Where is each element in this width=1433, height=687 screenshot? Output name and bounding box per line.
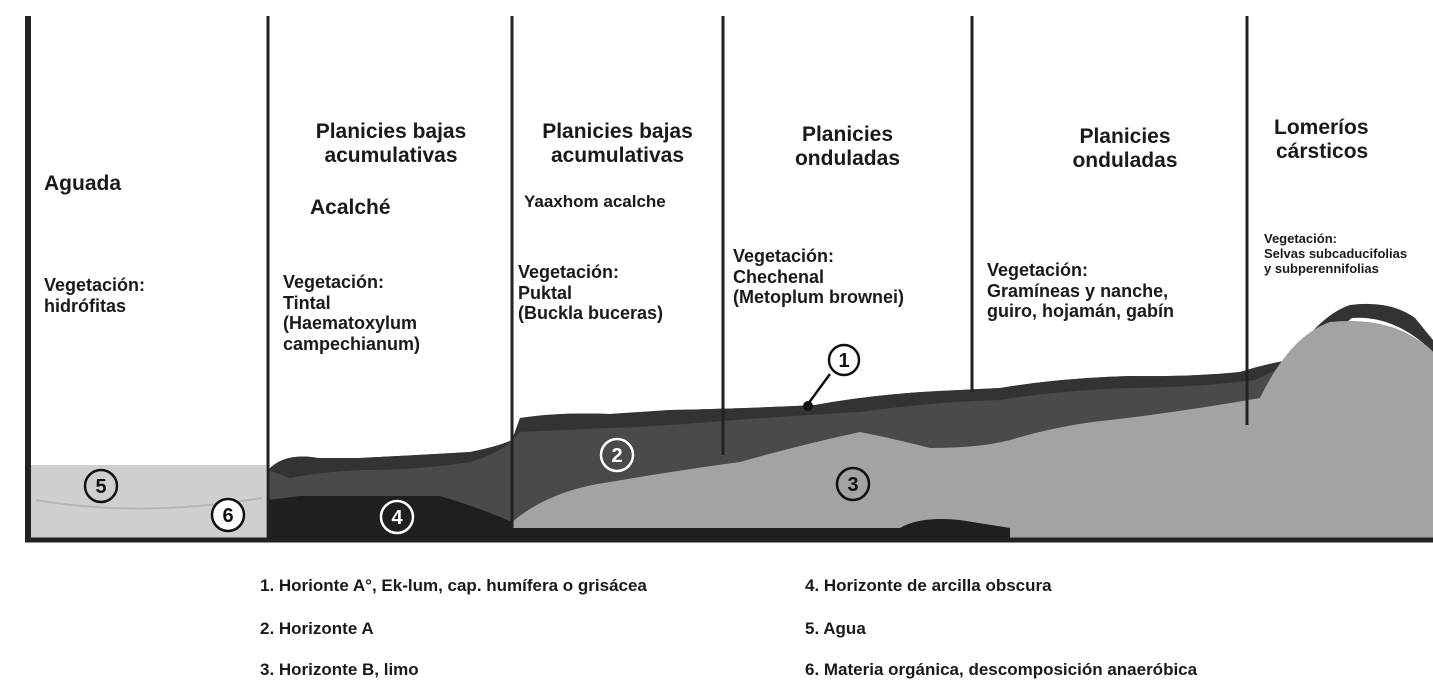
vegetation-label: Vegetación:: [987, 260, 1174, 281]
svg-text:2: 2: [611, 445, 622, 467]
zone-aguada-title: Aguada: [44, 172, 121, 196]
zone-acalche-title: Planicies bajas acumulativas: [270, 120, 512, 168]
vegetation-line: guiro, hojamán, gabín: [987, 301, 1174, 322]
zone-onduladas-1-vegetation: Vegetación: Chechenal (Metoplum brownei): [733, 246, 904, 308]
vegetation-label: Vegetación:: [1264, 232, 1407, 247]
zone-yaaxhom-subtitle: Yaaxhom acalche: [524, 192, 666, 212]
svg-text:4: 4: [391, 507, 403, 529]
vegetation-line: (Haematoxylum: [283, 313, 420, 334]
vegetation-label: Vegetación:: [518, 262, 663, 283]
marker-5: 5: [85, 470, 117, 502]
marker-1-leader: [808, 374, 830, 404]
vegetation-line: y subperennifolias: [1264, 262, 1407, 277]
title-line: onduladas: [723, 147, 972, 171]
title-line: Aguada: [44, 172, 121, 195]
zone-acalche-vegetation: Vegetación: Tintal (Haematoxylum campech…: [283, 272, 420, 355]
title-line: cársticos: [1274, 140, 1369, 164]
svg-text:6: 6: [222, 505, 233, 527]
legend-item-5: 5. Agua: [805, 619, 866, 639]
zone-aguada-vegetation: Vegetación: hidrófitas: [44, 275, 145, 316]
vegetation-label: Vegetación:: [44, 275, 145, 296]
zone-yaaxhom-vegetation: Vegetación: Puktal (Buckla buceras): [518, 262, 663, 324]
marker-1-dot: [803, 401, 813, 411]
vegetation-line: Chechenal: [733, 267, 904, 288]
zone-onduladas-1-title: Planicies onduladas: [723, 123, 972, 171]
vegetation-line: Selvas subcaducifolias: [1264, 247, 1407, 262]
vegetation-line: (Buckla buceras): [518, 303, 663, 324]
zone-onduladas-2-vegetation: Vegetación: Gramíneas y nanche, guiro, h…: [987, 260, 1174, 322]
svg-text:5: 5: [95, 476, 106, 498]
legend-item-1: 1. Horionte A°, Ek-lum, cap. humífera o …: [260, 576, 647, 596]
title-line: Planicies: [723, 123, 972, 147]
svg-text:1: 1: [838, 350, 849, 372]
zone-acalche-subtitle: Acalché: [310, 196, 391, 220]
legend-item-2: 2. Horizonte A: [260, 619, 374, 639]
title-line: onduladas: [1000, 149, 1250, 173]
vegetation-label: Vegetación:: [283, 272, 420, 293]
vegetation-line: campechianum): [283, 334, 420, 355]
title-line: Planicies: [1000, 125, 1250, 149]
vegetation-line: Gramíneas y nanche,: [987, 281, 1174, 302]
vegetation-label: Vegetación:: [733, 246, 904, 267]
title-line: acumulativas: [270, 144, 512, 168]
zone-lomerios-vegetation: Vegetación: Selvas subcaducifolias y sub…: [1264, 232, 1407, 277]
title-line: Planicies bajas: [270, 120, 512, 144]
vegetation-line: Puktal: [518, 283, 663, 304]
zone-lomerios-title: Lomeríos cársticos: [1274, 116, 1369, 164]
title-line: Lomeríos: [1274, 116, 1369, 140]
legend-item-6: 6. Materia orgánica, descomposición anae…: [805, 660, 1197, 680]
title-line: acumulativas: [512, 144, 723, 168]
vegetation-line: hidrófitas: [44, 296, 145, 317]
marker-1: 1: [829, 345, 859, 375]
legend-item-3: 3. Horizonte B, limo: [260, 660, 419, 680]
marker-6: 6: [212, 499, 244, 531]
vegetation-line: (Metoplum brownei): [733, 287, 904, 308]
legend-item-4: 4. Horizonte de arcilla obscura: [805, 576, 1052, 596]
zone-yaaxhom-title: Planicies bajas acumulativas: [512, 120, 723, 168]
zone-onduladas-2-title: Planicies onduladas: [1000, 125, 1250, 173]
title-line: Planicies bajas: [512, 120, 723, 144]
svg-text:3: 3: [847, 474, 858, 496]
vegetation-line: Tintal: [283, 293, 420, 314]
